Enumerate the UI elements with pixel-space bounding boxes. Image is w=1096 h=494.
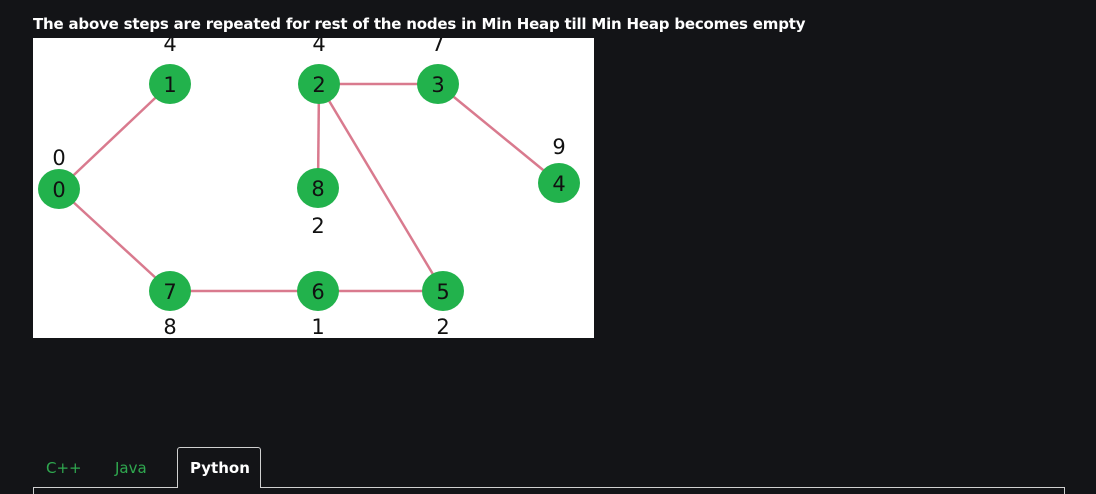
node-label: 6 xyxy=(311,280,324,304)
node-label: 8 xyxy=(311,177,324,201)
section-caption: The above steps are repeated for rest of… xyxy=(33,15,806,33)
graph-node-6: 61 xyxy=(297,271,339,338)
node-distance: 7 xyxy=(431,38,444,56)
node-circle xyxy=(538,163,580,203)
graph-node-4: 49 xyxy=(538,135,580,203)
node-distance: 4 xyxy=(163,38,176,56)
graph-node-5: 52 xyxy=(422,271,464,338)
graph-node-8: 82 xyxy=(297,168,339,238)
graph-node-1: 14 xyxy=(149,38,191,104)
tab-java[interactable]: Java xyxy=(115,459,147,477)
edge-0-7 xyxy=(58,188,171,292)
graph-node-2: 24 xyxy=(298,38,340,104)
edge-3-4 xyxy=(437,83,560,184)
node-circle xyxy=(422,271,464,311)
code-panel xyxy=(33,487,1065,494)
node-distance: 0 xyxy=(52,146,65,170)
node-distance: 9 xyxy=(552,135,565,159)
node-label: 3 xyxy=(431,73,444,97)
node-label: 4 xyxy=(552,172,565,196)
node-distance: 4 xyxy=(312,38,325,56)
node-label: 5 xyxy=(436,280,449,304)
node-distance: 1 xyxy=(311,315,324,338)
node-circle xyxy=(297,271,339,311)
node-circle xyxy=(149,271,191,311)
node-label: 7 xyxy=(163,280,176,304)
language-tabs: C++ Java Python xyxy=(33,447,261,488)
tab-cpp[interactable]: C++ xyxy=(46,459,82,477)
node-circle xyxy=(297,168,339,208)
node-circle xyxy=(149,64,191,104)
node-circle xyxy=(417,64,459,104)
node-distance: 8 xyxy=(163,315,176,338)
node-circle xyxy=(298,64,340,104)
tab-python[interactable]: Python xyxy=(177,447,261,488)
edge-2-5 xyxy=(317,83,445,292)
node-distance: 2 xyxy=(311,214,324,238)
edge-0-1 xyxy=(58,83,171,190)
node-distance: 2 xyxy=(436,315,449,338)
graph-node-7: 78 xyxy=(149,271,191,338)
node-label: 1 xyxy=(163,73,176,97)
graph-node-0: 00 xyxy=(38,146,80,209)
node-label: 0 xyxy=(52,178,65,202)
node-circle xyxy=(38,169,80,209)
graph-node-3: 37 xyxy=(417,38,459,104)
node-label: 2 xyxy=(312,73,325,97)
